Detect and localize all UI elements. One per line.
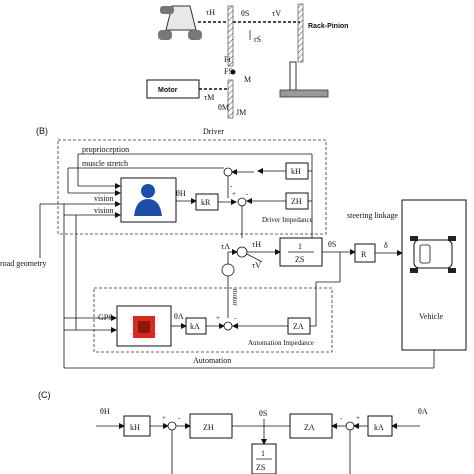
sign-sum4-plus: +	[216, 314, 220, 322]
label-j-m: JM	[236, 108, 246, 117]
person-icon	[134, 184, 162, 216]
label-automation: Automation	[193, 356, 231, 365]
driver-group	[57, 139, 327, 235]
label-rack-pinion: Rack-Pinion	[308, 23, 348, 30]
label-c-zs-den: ZS	[256, 463, 265, 472]
label-k-r: kR	[201, 198, 211, 207]
label-automation-impedance: Automation Impedance	[248, 339, 314, 347]
label-c-theta-s: θS	[259, 409, 267, 418]
motor-gear	[227, 79, 234, 119]
label-vehicle: Vehicle	[419, 312, 443, 321]
label-r: R	[361, 250, 367, 259]
label-tau-v2: τV	[252, 261, 261, 270]
label-road-geometry: road geometry	[0, 259, 46, 268]
chip-icon	[130, 316, 158, 338]
label-proprioception: proprioception	[82, 145, 129, 154]
label-c-k-h: kH	[130, 423, 140, 432]
car-icon	[410, 236, 456, 273]
label-theta-a: θA	[174, 312, 184, 321]
label-k-h: kH	[291, 167, 301, 176]
automation-group	[93, 287, 333, 353]
sign-c2-minus: -	[340, 414, 343, 422]
sign-sum1-minus: -	[230, 182, 233, 190]
label-c-zs-one: 1	[261, 449, 265, 458]
label-c-z-h: ZH	[203, 423, 214, 432]
panel-a: τH θS τV rS Rack-Pinion Fi FS M Motor τM…	[146, 3, 348, 119]
rack	[289, 61, 297, 91]
label-z-a: ZA	[293, 322, 304, 331]
contact-point	[230, 69, 236, 75]
label-theta-m: θM	[218, 103, 229, 112]
label-c-theta-h: θH	[100, 407, 110, 416]
label-steering: steering linkage	[347, 211, 398, 220]
sign-c1-minus: -	[178, 414, 181, 422]
label-k-a: kA	[190, 322, 200, 331]
label-r-s: rS	[254, 35, 261, 44]
c-sum-1	[167, 421, 177, 431]
motor-circle	[221, 263, 235, 277]
label-vision-2: vision	[94, 206, 114, 215]
label-tau-m: τM	[204, 93, 214, 102]
sum-junction-4	[223, 321, 233, 331]
label-motor-small: motor	[231, 289, 239, 306]
label-theta-h: θH	[176, 189, 186, 198]
c-sum-2	[345, 421, 355, 431]
sign-sum2-plus: +	[232, 190, 236, 198]
label-f-i: Fi	[224, 55, 231, 64]
sign-c2-plus: +	[356, 414, 360, 422]
label-zs-one: 1	[298, 242, 302, 251]
label-driver: Driver	[203, 127, 224, 136]
sum-junction-2	[237, 197, 247, 207]
label-zs-den: ZS	[295, 255, 304, 264]
label-c-z-a: ZA	[304, 423, 315, 432]
label-motor: Motor	[158, 87, 178, 94]
sign-sum4-minus: -	[234, 314, 237, 322]
label-z-h: ZH	[291, 197, 302, 206]
vehicle-box	[401, 199, 467, 351]
panel-label-b: (B)	[36, 126, 48, 136]
sign-sum2-minus: -	[246, 190, 249, 198]
panel-b: (B) Driver proprioception muscle stretch…	[0, 126, 467, 369]
pinion-gear	[297, 3, 304, 63]
label-c-theta-a: θA	[418, 407, 428, 416]
sign-c1-plus: +	[162, 414, 166, 422]
label-tau-v: τV	[272, 9, 281, 18]
label-muscle-stretch: muscle stretch	[82, 159, 128, 168]
sum-junction-1	[223, 167, 233, 177]
label-theta-s: θS	[328, 240, 336, 249]
column-bearing	[227, 5, 234, 67]
label-m: M	[244, 75, 251, 84]
line-tau-v	[246, 253, 263, 263]
sum-junction-3	[236, 246, 248, 258]
label-theta-s: θS	[241, 9, 249, 18]
steering-wheel-icon	[158, 5, 202, 40]
label-c-k-a: kA	[374, 423, 384, 432]
label-gps: GPS	[98, 313, 113, 322]
panel-c: (C) θH kH + - ZH θS 1 ZS ZA - + kA θA	[38, 390, 428, 474]
c-zh-block	[189, 413, 233, 439]
label-driver-impedance: Driver Impedance	[262, 216, 313, 224]
label-f-s: FS	[224, 67, 233, 76]
panel-label-c: (C)	[38, 390, 51, 400]
label-tau-h: τH	[206, 8, 215, 17]
wheel-plate	[279, 89, 329, 98]
label-vision-1: vision	[94, 194, 114, 203]
label-tau-h2: τH	[252, 240, 261, 249]
label-delta: δ	[384, 241, 388, 250]
label-tau-a: τA	[221, 242, 230, 251]
